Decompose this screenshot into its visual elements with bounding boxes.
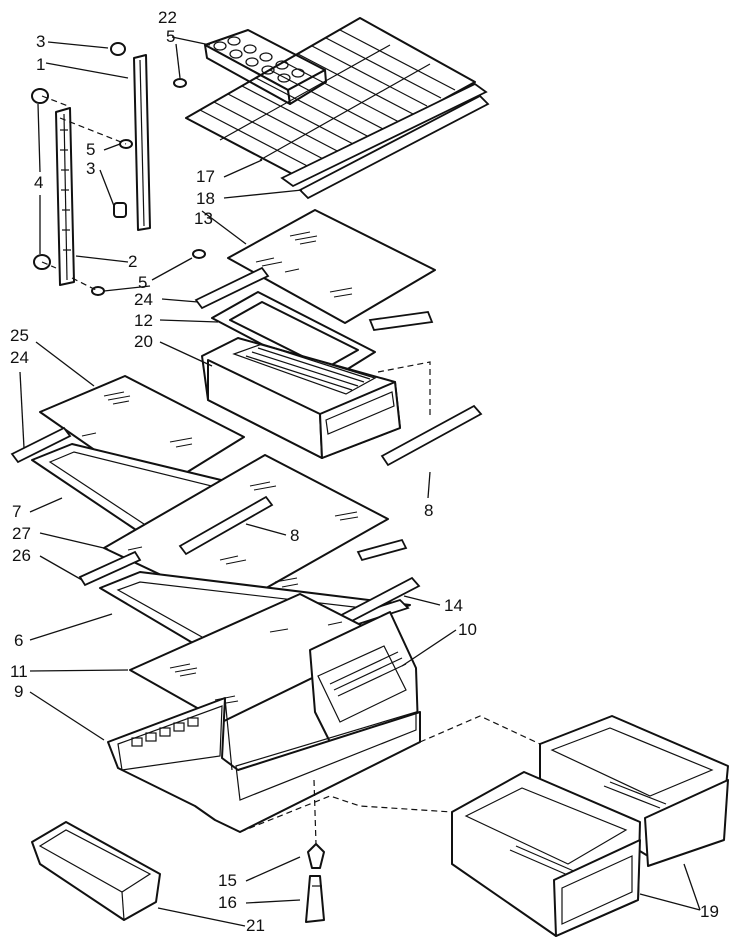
wire-shelf	[185, 17, 476, 179]
screw-low-right	[192, 249, 206, 259]
callout-12: 12	[134, 311, 153, 330]
callout-13: 13	[194, 209, 213, 228]
pan-housing-9	[107, 697, 421, 833]
rail-cap-top	[110, 42, 126, 56]
shelf-rod-8-middle	[178, 495, 274, 556]
callout-3-top: 3	[36, 32, 45, 51]
callout-11: 11	[10, 662, 28, 681]
callout-17: 17	[196, 167, 215, 186]
callout-24-left: 24	[10, 348, 29, 367]
shelf-rod-24-upper	[194, 266, 270, 310]
callout-16: 16	[218, 893, 237, 912]
shelf-support-rail-1	[133, 54, 151, 231]
shelf-rod-26	[78, 550, 142, 587]
shelf-support-rail-2	[55, 107, 75, 286]
callout-15: 15	[218, 871, 237, 890]
callout-24-upper: 24	[134, 290, 153, 309]
end-cap-upper	[31, 88, 49, 104]
callout-9: 9	[14, 682, 23, 701]
callout-7: 7	[12, 502, 21, 521]
cover-support-15	[307, 843, 325, 869]
glass-shelf-upper	[227, 209, 436, 324]
callout-27: 27	[12, 524, 31, 543]
callout-14: 14	[444, 596, 463, 615]
leader-lines	[19, 36, 701, 927]
rail-cap-mid	[113, 202, 127, 218]
crisper-drawer-rear	[539, 715, 729, 867]
screw-low-left	[91, 286, 105, 296]
ice-cube-tray	[204, 29, 327, 105]
callout-21: 21	[246, 916, 265, 935]
callout-8-right: 8	[424, 501, 433, 520]
callout-20: 20	[134, 332, 153, 351]
callout-19: 19	[700, 902, 719, 921]
callout-10: 10	[458, 620, 477, 639]
callout-4: 4	[34, 173, 43, 192]
callout-8-mid: 8	[290, 526, 299, 545]
callout-5-mid: 5	[86, 140, 95, 159]
callout-5-low: 5	[138, 273, 147, 292]
screw-top	[173, 78, 187, 88]
callout-1: 1	[36, 55, 45, 74]
callout-5-top: 5	[166, 27, 175, 46]
crisper-frame	[211, 291, 434, 381]
callout-26: 26	[12, 546, 31, 565]
crisper-pan	[201, 337, 401, 459]
cover-support-16	[305, 875, 325, 923]
callout-22: 22	[158, 8, 177, 27]
callout-2: 2	[128, 252, 137, 271]
callout-25: 25	[10, 326, 29, 345]
callout-3-mid: 3	[86, 159, 95, 178]
shelf-rod-24-left	[10, 426, 72, 464]
wire-shelf-rod	[280, 82, 490, 200]
door-bin-21	[31, 821, 161, 921]
callout-labels: 22 5 3 1 5 3 4 2 5 17 18 13 24 12 20 25 …	[10, 8, 719, 935]
callout-18: 18	[196, 189, 215, 208]
crisper-drawer-front	[451, 771, 641, 937]
shelf-rod-8-right	[380, 404, 483, 467]
callout-6: 6	[14, 631, 23, 650]
